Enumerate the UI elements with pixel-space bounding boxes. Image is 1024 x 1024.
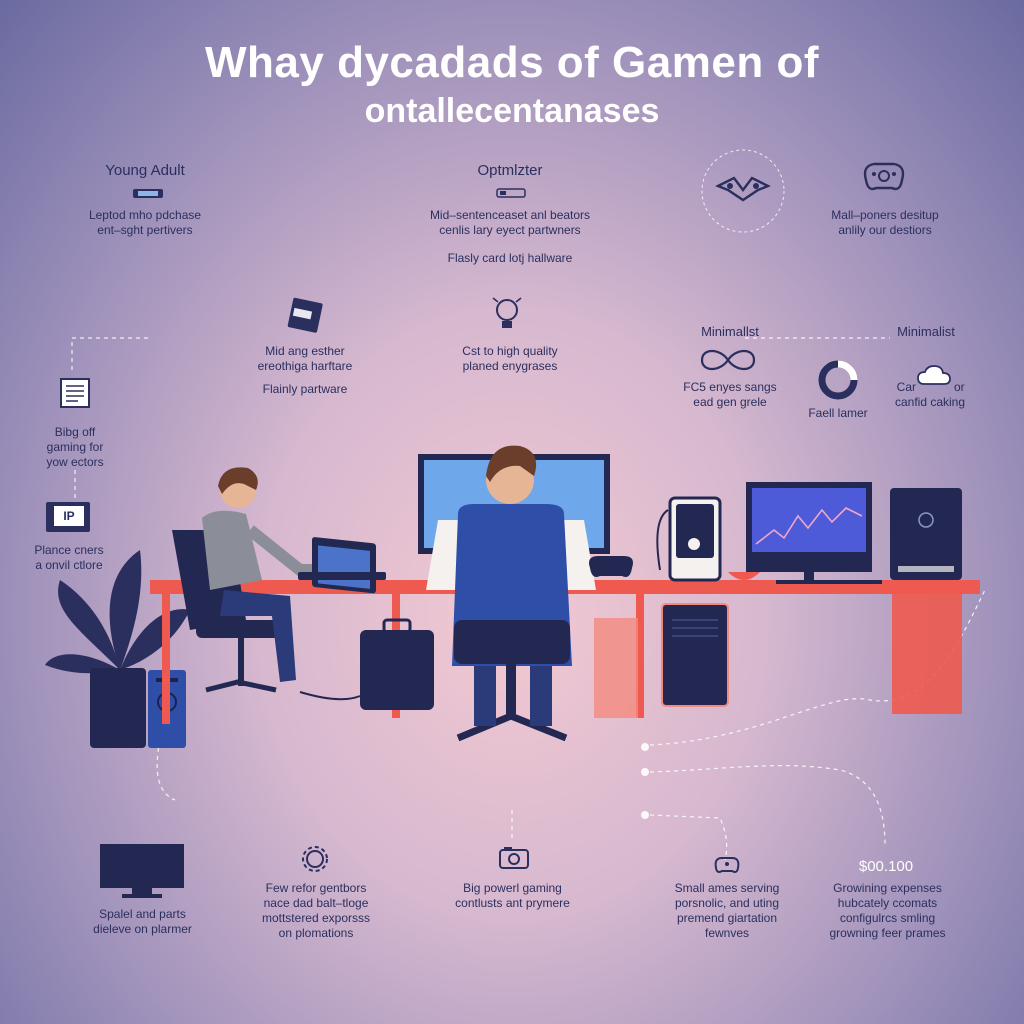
controller-icon <box>863 162 905 191</box>
center-person <box>426 445 596 742</box>
high-quality-text: Cst to high quality planed enygrases <box>462 344 558 373</box>
laptop-icon <box>133 189 163 198</box>
infinity-icon <box>700 349 756 371</box>
price-label: $00.100 <box>858 858 914 875</box>
bring-off-text: Bibg off gaming for yow ectors <box>46 425 104 469</box>
gauge-icon <box>496 188 526 198</box>
bottom-5-text: Growining expenses hubcately ccomats con… <box>829 881 946 940</box>
bottom-1-text: Spalel and parts dieleve on plarmer <box>93 907 192 936</box>
left-person <box>172 467 318 693</box>
gear-icon <box>302 846 328 872</box>
monitor-icon <box>100 844 184 898</box>
fast-gamer-text: Faell lamer <box>808 406 868 420</box>
minimalist-right-car: Car <box>896 380 916 394</box>
book-icon <box>287 297 323 333</box>
minimalist-left-heading: Minimallst <box>701 324 759 339</box>
desktop-text: Mall–poners desitup anlily our destiors <box>831 208 939 237</box>
drone-icon <box>701 149 785 233</box>
minimalist-right-or: or <box>954 380 965 394</box>
plant-illustration <box>45 550 190 748</box>
bottom-4-text: Small ames serving porsnolic, and uting … <box>674 881 780 940</box>
title-line-2: ontallecentanases <box>364 92 660 130</box>
office-scene <box>45 445 980 748</box>
mid-range-text: Mid ang esther ereothiga harftare Flainl… <box>257 344 353 396</box>
cloud-icon <box>917 365 951 385</box>
place-text: Plance cners a onvil ctlore <box>34 543 104 572</box>
young-adult-heading: Young Adult <box>105 162 185 179</box>
document-icon <box>60 378 90 408</box>
title-line-1: Whay dycadads of Gamen of <box>205 38 819 87</box>
gamepad-icon <box>714 857 740 873</box>
bottom-3-text: Big powerl gaming contlusts ant prymere <box>455 881 570 910</box>
young-adult-text: Leptod mho pdchase ent–sght pertivers <box>88 208 202 237</box>
ip-badge: IP <box>46 502 90 532</box>
optimizer-text: Mid–sentenceaset anl beators cenlis lary… <box>429 208 591 265</box>
lightbulb-icon <box>492 297 522 328</box>
camera-icon <box>499 847 529 869</box>
minimalist-right-text: canfid caking <box>894 395 966 409</box>
donut-icon <box>818 360 858 400</box>
optimizer-heading: Optmlzter <box>477 162 543 179</box>
bottom-2-text: Few refor gentbors nace dad balt–tloge m… <box>261 881 371 940</box>
minimalist-left-text: FC5 enyes sangs ead gen grele <box>683 380 777 409</box>
minimalist-right-heading: Minimalist <box>897 324 955 339</box>
